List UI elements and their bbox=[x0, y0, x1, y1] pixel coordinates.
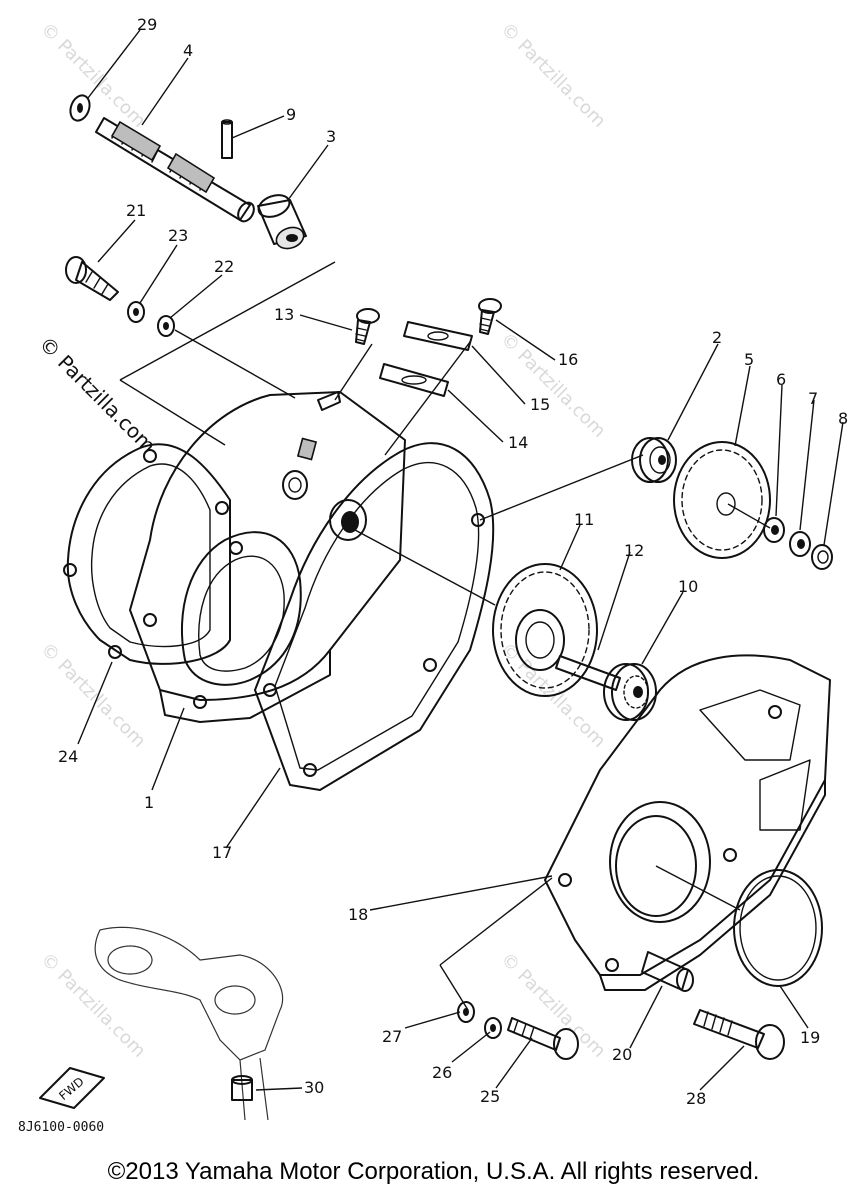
callout-27: 27 bbox=[382, 1027, 402, 1046]
callout-7: 7 bbox=[808, 389, 818, 408]
watermark: © Partzilla.com bbox=[36, 639, 149, 752]
part-3-collar bbox=[257, 194, 307, 250]
part-18-cover bbox=[544, 654, 831, 991]
copyright-notice: ©2013 Yamaha Motor Corporation, U.S.A. A… bbox=[107, 1158, 760, 1185]
part-16-screw bbox=[478, 298, 502, 335]
watermark: © Partzilla.com bbox=[496, 329, 609, 442]
callout-19: 19 bbox=[800, 1028, 820, 1047]
part-7-washer bbox=[789, 531, 811, 557]
callout-12: 12 bbox=[624, 541, 644, 560]
watermark: © Partzilla.com bbox=[36, 949, 149, 1062]
fwd-arrow-icon: FWD bbox=[39, 1067, 105, 1109]
callout-28: 28 bbox=[686, 1089, 706, 1108]
part-20-dowel bbox=[641, 951, 694, 992]
part-17-gasket bbox=[254, 442, 495, 791]
part-19-oring bbox=[733, 869, 823, 987]
part-22-washer bbox=[157, 315, 175, 337]
callout-26: 26 bbox=[432, 1063, 452, 1082]
callout-21: 21 bbox=[126, 201, 146, 220]
callout-22: 22 bbox=[214, 257, 234, 276]
callout-29: 29 bbox=[137, 15, 157, 34]
callout-9: 9 bbox=[286, 105, 296, 124]
part-14-gasket bbox=[379, 363, 449, 397]
assembly-lines bbox=[119, 261, 771, 1011]
part-24-gasket bbox=[63, 443, 231, 665]
part-1-housing bbox=[129, 391, 406, 723]
part-12-shaft bbox=[555, 655, 621, 691]
part-8-nut bbox=[811, 544, 833, 570]
callout-3: 3 bbox=[326, 127, 336, 146]
part-27-washer bbox=[457, 1001, 475, 1023]
part-2-bearing bbox=[631, 437, 677, 483]
callout-23: 23 bbox=[168, 226, 188, 245]
callout-8: 8 bbox=[838, 409, 848, 428]
part-9-pin bbox=[221, 119, 233, 159]
watermark-group: © Partzilla.com © Partzilla.com © Partzi… bbox=[34, 19, 609, 1062]
part-11-gear bbox=[492, 563, 598, 697]
part-10-bearing bbox=[603, 663, 657, 721]
callout-20: 20 bbox=[612, 1045, 632, 1064]
callout-25: 25 bbox=[480, 1087, 500, 1106]
part-6-washer bbox=[763, 517, 785, 543]
watermark: © Partzilla.com bbox=[496, 19, 609, 132]
callout-15: 15 bbox=[530, 395, 550, 414]
watermark-dark: © Partzilla.com bbox=[34, 332, 160, 458]
part-30-cap bbox=[231, 1075, 253, 1101]
callout-leaders bbox=[77, 29, 844, 1091]
part-26-washer bbox=[484, 1017, 502, 1039]
part-15-plate bbox=[403, 321, 473, 351]
part-29-washer bbox=[69, 94, 91, 122]
watermark: © Partzilla.com bbox=[36, 19, 149, 132]
callout-4: 4 bbox=[183, 41, 193, 60]
part-23-washer bbox=[127, 301, 145, 323]
callout-14: 14 bbox=[508, 433, 528, 452]
part-25-bolt bbox=[507, 1017, 579, 1060]
callout-18: 18 bbox=[348, 905, 368, 924]
callout-numbers: 29 4 9 3 21 23 22 13 16 15 14 2 5 6 7 8 … bbox=[58, 15, 848, 1108]
part-5-gear bbox=[673, 441, 771, 559]
callout-17: 17 bbox=[212, 843, 232, 862]
callout-11: 11 bbox=[574, 510, 594, 529]
callout-1: 1 bbox=[144, 793, 154, 812]
part-4-shaft bbox=[95, 117, 255, 223]
part-21-bolt bbox=[65, 256, 119, 301]
diagram-code: 8J6100-0060 bbox=[18, 1120, 105, 1135]
part-13-screw bbox=[355, 308, 380, 345]
callout-5: 5 bbox=[744, 350, 754, 369]
callout-13: 13 bbox=[274, 305, 294, 324]
callout-16: 16 bbox=[558, 350, 578, 369]
callout-6: 6 bbox=[776, 370, 786, 389]
callout-10: 10 bbox=[678, 577, 698, 596]
callout-30: 30 bbox=[304, 1078, 324, 1097]
callout-24: 24 bbox=[58, 747, 78, 766]
part-28-bolt bbox=[693, 1009, 785, 1060]
callout-2: 2 bbox=[712, 328, 722, 347]
manifold-outline bbox=[94, 926, 284, 1121]
